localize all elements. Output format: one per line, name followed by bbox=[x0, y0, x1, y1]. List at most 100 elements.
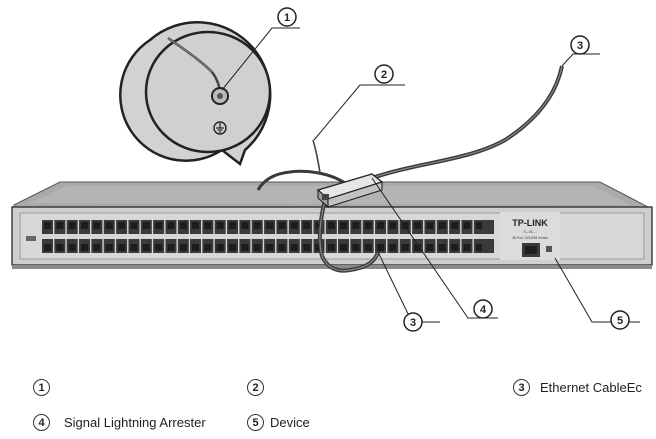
rj45-port-socket bbox=[216, 244, 224, 251]
legend-label: Ethernet CableEc bbox=[540, 380, 642, 395]
rj45-port-socket bbox=[290, 244, 298, 251]
rj45-port-socket bbox=[241, 244, 249, 251]
rj45-port-socket bbox=[278, 244, 286, 251]
rj45-port-socket bbox=[167, 244, 175, 251]
callout-3-top: 3 bbox=[570, 35, 590, 55]
rj45-port-socket bbox=[426, 222, 434, 229]
rj45-port-socket bbox=[327, 222, 335, 229]
ground-cable bbox=[256, 139, 349, 191]
rj45-port-socket bbox=[377, 244, 385, 251]
rj45-port-socket bbox=[389, 222, 397, 229]
rj45-port-socket bbox=[56, 222, 64, 229]
legend-number: 4 bbox=[33, 414, 50, 431]
rj45-port-socket bbox=[266, 222, 274, 229]
rj45-port-socket bbox=[463, 244, 471, 251]
rj45-port-socket bbox=[253, 222, 261, 229]
rj45-port-socket bbox=[93, 244, 101, 251]
callout-1: 1 bbox=[277, 7, 297, 27]
rj45-port-socket bbox=[278, 222, 286, 229]
legend-item-2: 2 bbox=[247, 379, 278, 396]
ground-symbol-icon bbox=[213, 121, 227, 135]
rj45-port-socket bbox=[68, 244, 76, 251]
uplink-port bbox=[482, 239, 494, 253]
legend-number: 5 bbox=[247, 414, 264, 431]
rj45-port-socket bbox=[44, 222, 51, 229]
rj45-port-socket bbox=[81, 244, 89, 251]
rj45-port-socket bbox=[401, 222, 409, 229]
rj45-port-socket bbox=[303, 244, 311, 251]
rj45-port-socket bbox=[192, 244, 199, 251]
rj45-port-socket bbox=[364, 244, 372, 251]
legend-number: 3 bbox=[513, 379, 530, 396]
legend-label: Device bbox=[270, 415, 310, 430]
rj45-port-socket bbox=[377, 222, 385, 229]
rj45-port-socket bbox=[451, 222, 459, 229]
svg-text:4: 4 bbox=[480, 304, 487, 316]
rj45-port-socket bbox=[142, 244, 150, 251]
brand-logo: TP-LINK bbox=[512, 218, 548, 228]
rj45-port-socket bbox=[142, 222, 150, 229]
legend-item-5: 5 Device bbox=[247, 414, 310, 431]
callout-leaders bbox=[221, 27, 640, 323]
svg-text:1: 1 bbox=[284, 12, 290, 24]
rj45-port-socket bbox=[426, 244, 434, 251]
ethernet-cable-right bbox=[371, 65, 564, 180]
rj45-port-socket bbox=[155, 244, 163, 251]
rj45-port-socket bbox=[389, 244, 397, 251]
rj45-port-socket bbox=[364, 222, 372, 229]
ground-zoom-inset bbox=[119, 21, 272, 167]
legend-number: 2 bbox=[247, 379, 264, 396]
rj45-port-socket bbox=[93, 222, 101, 229]
legend-item-1: 1 bbox=[33, 379, 64, 396]
rj45-port-socket bbox=[352, 222, 360, 229]
rj45-port-socket bbox=[118, 222, 126, 229]
rj45-port-socket bbox=[451, 244, 459, 251]
svg-text:3: 3 bbox=[577, 40, 583, 52]
model-label: TL-SL... bbox=[523, 229, 537, 234]
rj45-port-socket bbox=[204, 222, 212, 229]
legend-number: 1 bbox=[33, 379, 50, 396]
ethernet-cable-front bbox=[317, 199, 380, 273]
rj45-port-socket bbox=[340, 222, 347, 229]
rj45-port-socket bbox=[229, 244, 237, 251]
uplink-port bbox=[482, 220, 494, 234]
rj45-port-socket bbox=[266, 244, 274, 251]
callout-3-bottom: 3 bbox=[403, 312, 423, 332]
rj45-port-socket bbox=[241, 222, 249, 229]
rj45-port-socket bbox=[414, 244, 422, 251]
rj45-port-socket bbox=[130, 244, 138, 251]
rj45-port-socket bbox=[216, 222, 224, 229]
rj45-port-socket bbox=[204, 244, 212, 251]
legend-label: Signal Lightning Arrester bbox=[64, 415, 206, 430]
rj45-port-socket bbox=[105, 244, 113, 251]
rj45-port-socket bbox=[229, 222, 237, 229]
callout-5: 5 bbox=[610, 310, 630, 330]
rj45-port-socket bbox=[438, 244, 446, 251]
rj45-port-socket bbox=[352, 244, 360, 251]
rj45-port-socket bbox=[414, 222, 422, 229]
rj45-port-socket bbox=[179, 244, 187, 251]
model-description: 48-Port 10/100M Switch bbox=[512, 236, 548, 240]
rj45-port-socket bbox=[56, 244, 64, 251]
led-indicator-icon bbox=[26, 236, 36, 241]
rj45-port-socket bbox=[290, 222, 298, 229]
rj45-port-socket bbox=[438, 222, 446, 229]
rj45-port-socket bbox=[475, 244, 483, 251]
rj45-port-socket bbox=[118, 244, 126, 251]
rj45-port-socket bbox=[253, 244, 261, 251]
rj45-port-socket bbox=[463, 222, 471, 229]
rj45-port-socket bbox=[340, 244, 347, 251]
callout-2: 2 bbox=[374, 64, 394, 84]
rj45-port-socket bbox=[155, 222, 163, 229]
legend-item-3: 3 Ethernet CableEc bbox=[513, 379, 642, 396]
rj45-port-socket bbox=[303, 222, 311, 229]
svg-text:2: 2 bbox=[381, 69, 387, 81]
rj45-port-socket bbox=[130, 222, 138, 229]
rj45-port-socket bbox=[68, 222, 76, 229]
rj45-port-socket bbox=[167, 222, 175, 229]
rj45-port-socket bbox=[401, 244, 409, 251]
rj45-port-socket bbox=[475, 222, 483, 229]
rj45-port-socket bbox=[81, 222, 89, 229]
svg-text:5: 5 bbox=[617, 315, 623, 327]
